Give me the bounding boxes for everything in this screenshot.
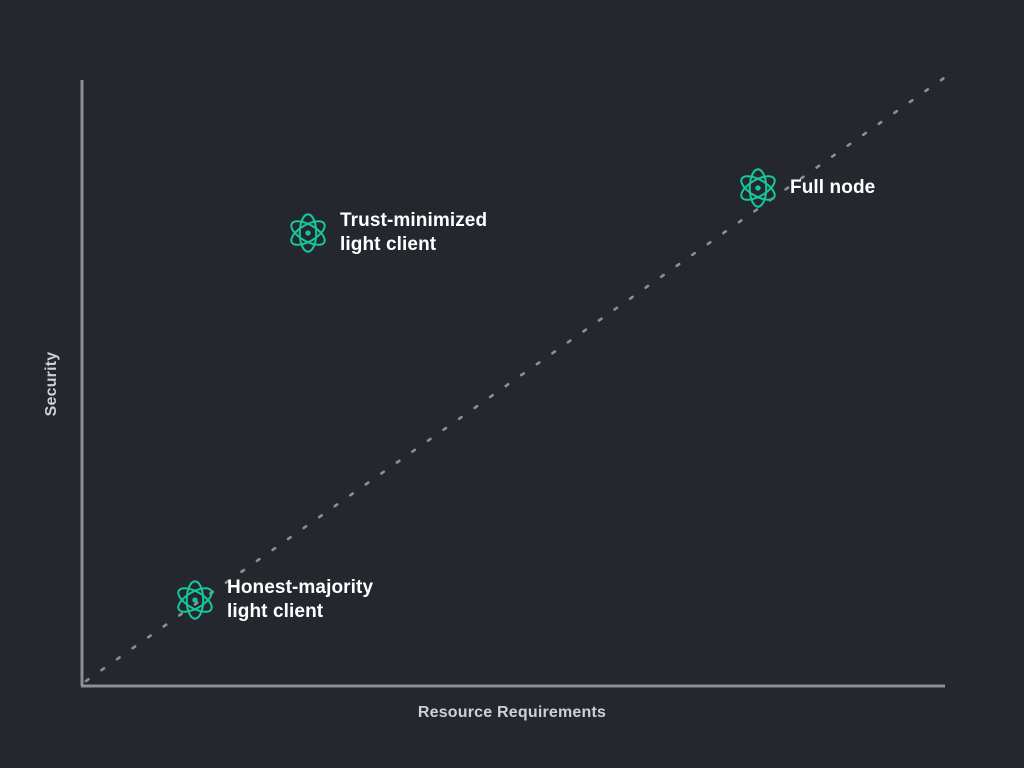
trendline-dotted xyxy=(84,76,946,683)
atom-icon xyxy=(290,213,326,254)
data-point-trust-minimized-light-client[interactable]: Trust-minimized light client xyxy=(285,209,487,258)
data-point-honest-majority-light-client[interactable]: Honest-majority light client xyxy=(172,576,373,625)
data-point-label: Full node xyxy=(790,176,876,198)
data-point-label: Honest-majority light client xyxy=(227,577,374,623)
y-axis-label: Security xyxy=(43,351,60,417)
x-axis-label: Resource Requirements xyxy=(417,704,607,721)
data-point-full-node[interactable]: Full node xyxy=(735,165,875,211)
atom-icon xyxy=(177,580,213,621)
atom-icon xyxy=(740,168,776,208)
data-point-label: Trust-minimized light client xyxy=(340,210,488,256)
